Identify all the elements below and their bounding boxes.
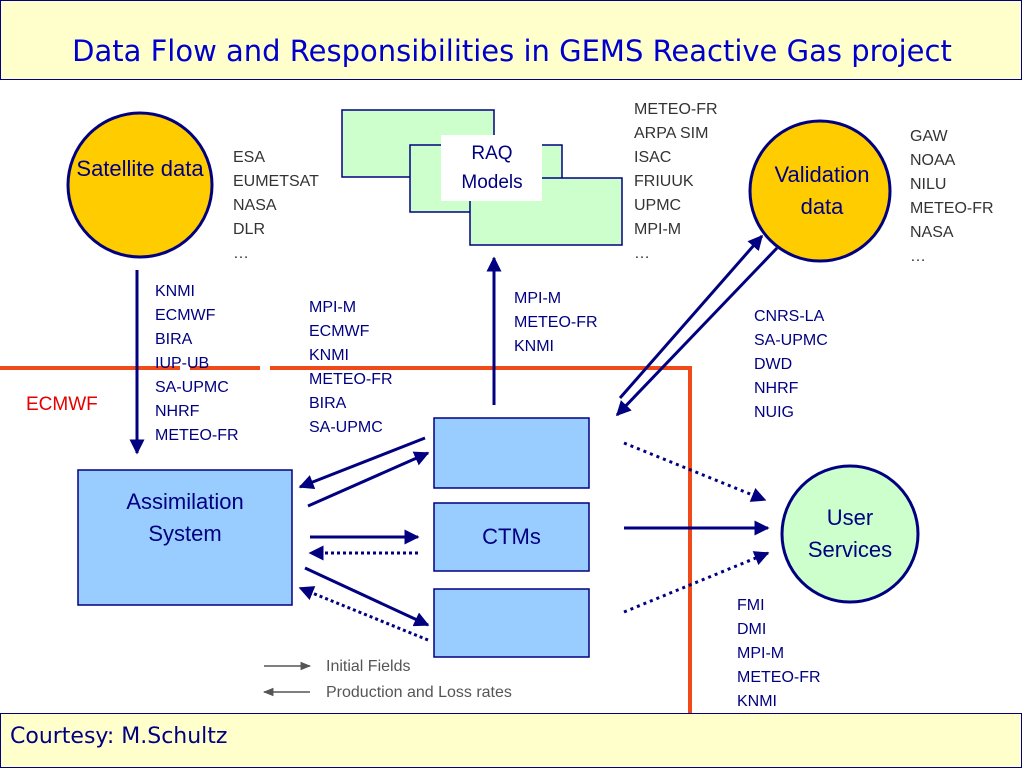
ctms-label: CTMs — [482, 524, 541, 549]
list-item: EUMETSAT — [233, 173, 319, 190]
list-item: ARPA SIM — [634, 125, 709, 142]
list-item: NHRF — [754, 380, 799, 397]
list-item: SA-UPMC — [309, 419, 383, 436]
list-item: MPI-M — [737, 645, 785, 662]
legend-initial-fields-label: Initial Fields — [326, 658, 411, 675]
list-item: MPI-M — [634, 221, 682, 238]
list-item: NOAA — [910, 152, 956, 169]
list-item: BIRA — [155, 331, 193, 348]
list-item: ECMWF — [309, 323, 370, 340]
list-item: UPMC — [634, 197, 682, 214]
validation-data-circle — [748, 119, 892, 263]
list-item: KNMI — [514, 338, 554, 355]
ctm-box-top — [433, 417, 590, 489]
raq-partners-list: METEO-FR ARPA SIM ISAC FRIUUK UPMC MPI-M… — [634, 98, 718, 266]
list-item: NHRF — [155, 403, 200, 420]
list-item: KNMI — [309, 347, 349, 364]
list-item: NASA — [910, 224, 954, 241]
list-item: METEO-FR — [910, 200, 994, 217]
user-services-circle — [780, 464, 920, 604]
title-banner — [0, 0, 1022, 80]
list-item: METEO-FR — [514, 314, 598, 331]
ctm-partners-list: MPI-M ECMWF KNMI METEO-FR BIRA SA-UPMC — [309, 296, 393, 440]
list-item: SA-UPMC — [155, 379, 229, 396]
list-item: FRIUUK — [634, 173, 694, 190]
ctm-box-bottom — [433, 588, 590, 658]
page-title: Data Flow and Responsibilities in GEMS R… — [72, 34, 952, 68]
list-item: … — [634, 245, 650, 262]
list-item: SA-UPMC — [754, 332, 828, 349]
list-item: METEO-FR — [737, 669, 821, 686]
list-item: DMI — [737, 621, 767, 638]
assimilation-input-list: KNMI ECMWF BIRA IUP-UB SA-UPMC NHRF METE… — [155, 280, 239, 448]
validation-to-ctm-arrow — [615, 246, 779, 417]
satellite-providers-list: ESA EUMETSAT NASA DLR … — [233, 146, 319, 266]
raq-models-label: RAQ Models — [461, 143, 523, 193]
list-item: METEO-FR — [309, 371, 393, 388]
list-item: MPI-M — [514, 290, 562, 307]
assimilation-system-box — [77, 469, 293, 606]
list-item: NASA — [233, 197, 277, 214]
assimilation-system-label: Assimilation System — [126, 489, 244, 546]
satellite-data-label: Satellite data — [76, 156, 204, 181]
list-item: BIRA — [309, 395, 347, 412]
user-service-partners-list: FMI DMI MPI-M METEO-FR KNMI — [737, 594, 821, 714]
footer-credit: Courtesy: M.Schultz — [10, 724, 228, 749]
list-item: METEO-FR — [634, 101, 718, 118]
validation-partners-list: CNRS-LA SA-UPMC DWD NHRF NUIG — [754, 305, 828, 425]
list-item: ECMWF — [155, 307, 216, 324]
ecmwf-label: ECMWF — [26, 394, 98, 415]
list-item: METEO-FR — [155, 427, 239, 444]
list-item: ESA — [233, 149, 266, 166]
list-item: DLR — [233, 221, 266, 238]
ctm-bottom-to-assimilation-dotted — [298, 586, 429, 642]
assimilation-to-ctm-bottom-arrow — [304, 566, 430, 627]
raq-label-backdrop — [441, 135, 542, 201]
list-item: ISAC — [634, 149, 672, 166]
user-services-label: User Services — [807, 505, 893, 562]
list-item: … — [910, 248, 926, 265]
list-item: FMI — [737, 597, 765, 614]
list-item: KNMI — [737, 693, 777, 710]
list-item: IUP-UB — [155, 355, 210, 372]
ctm-to-validation-arrow — [618, 234, 764, 399]
legend-production-loss-label: Production and Loss rates — [326, 684, 512, 701]
list-item: … — [233, 245, 249, 262]
list-item: NUIG — [754, 404, 794, 421]
ecmwf-boundary-line — [0, 366, 692, 713]
validation-data-label: Validation data — [774, 162, 870, 219]
list-item: DWD — [754, 356, 793, 373]
list-item: KNMI — [155, 283, 195, 300]
list-item: NILU — [910, 176, 947, 193]
list-item: MPI-M — [309, 299, 357, 316]
validation-providers-list: GAW NOAA NILU METEO-FR NASA … — [910, 125, 994, 269]
ctm-box-middle — [433, 502, 590, 572]
assimilation-to-ctm-top-arrow — [307, 451, 430, 508]
satellite-data-circle — [66, 111, 214, 259]
raq-input-list: MPI-M METEO-FR KNMI — [514, 287, 598, 359]
ctm-top-to-assimilation-arrow — [298, 436, 426, 490]
ctm-bottom-to-users-dotted — [623, 551, 770, 614]
ctm-top-to-users-dotted — [623, 441, 767, 502]
list-item: CNRS-LA — [754, 308, 825, 325]
list-item: GAW — [910, 128, 948, 145]
